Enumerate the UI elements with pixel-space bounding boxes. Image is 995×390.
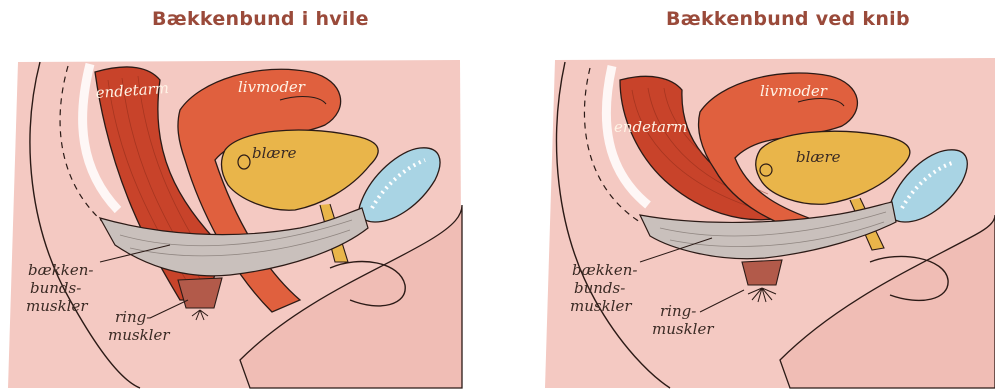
label-pelvic-floor-rest-1: bækken-: [28, 261, 94, 279]
label-bladder-squeeze: blære: [796, 148, 841, 166]
ring-muscle-rest: [178, 278, 222, 308]
ring-muscle-squeeze: [742, 260, 782, 285]
label-uterus-squeeze: livmoder: [760, 82, 828, 100]
label-rectum-squeeze: endetarm: [614, 118, 687, 136]
label-pelvic-floor-squeeze-1: bækken-: [572, 261, 638, 279]
label-pelvic-floor-squeeze-2: bunds-: [574, 279, 625, 297]
label-pelvic-floor-squeeze-3: muskler: [570, 297, 632, 315]
label-ring-rest-2: muskler: [108, 326, 170, 344]
label-pelvic-floor-rest-3: muskler: [26, 297, 88, 315]
label-ring-squeeze-2: muskler: [652, 320, 714, 338]
label-pelvic-floor-rest-2: bunds-: [30, 279, 81, 297]
label-ring-rest-1: ring-: [115, 308, 151, 326]
panel-rest: [8, 60, 462, 388]
label-uterus-rest: livmoder: [238, 78, 306, 96]
panel-squeeze: [545, 58, 995, 388]
label-ring-squeeze-1: ring-: [660, 302, 696, 320]
label-bladder-rest: blære: [252, 144, 297, 162]
